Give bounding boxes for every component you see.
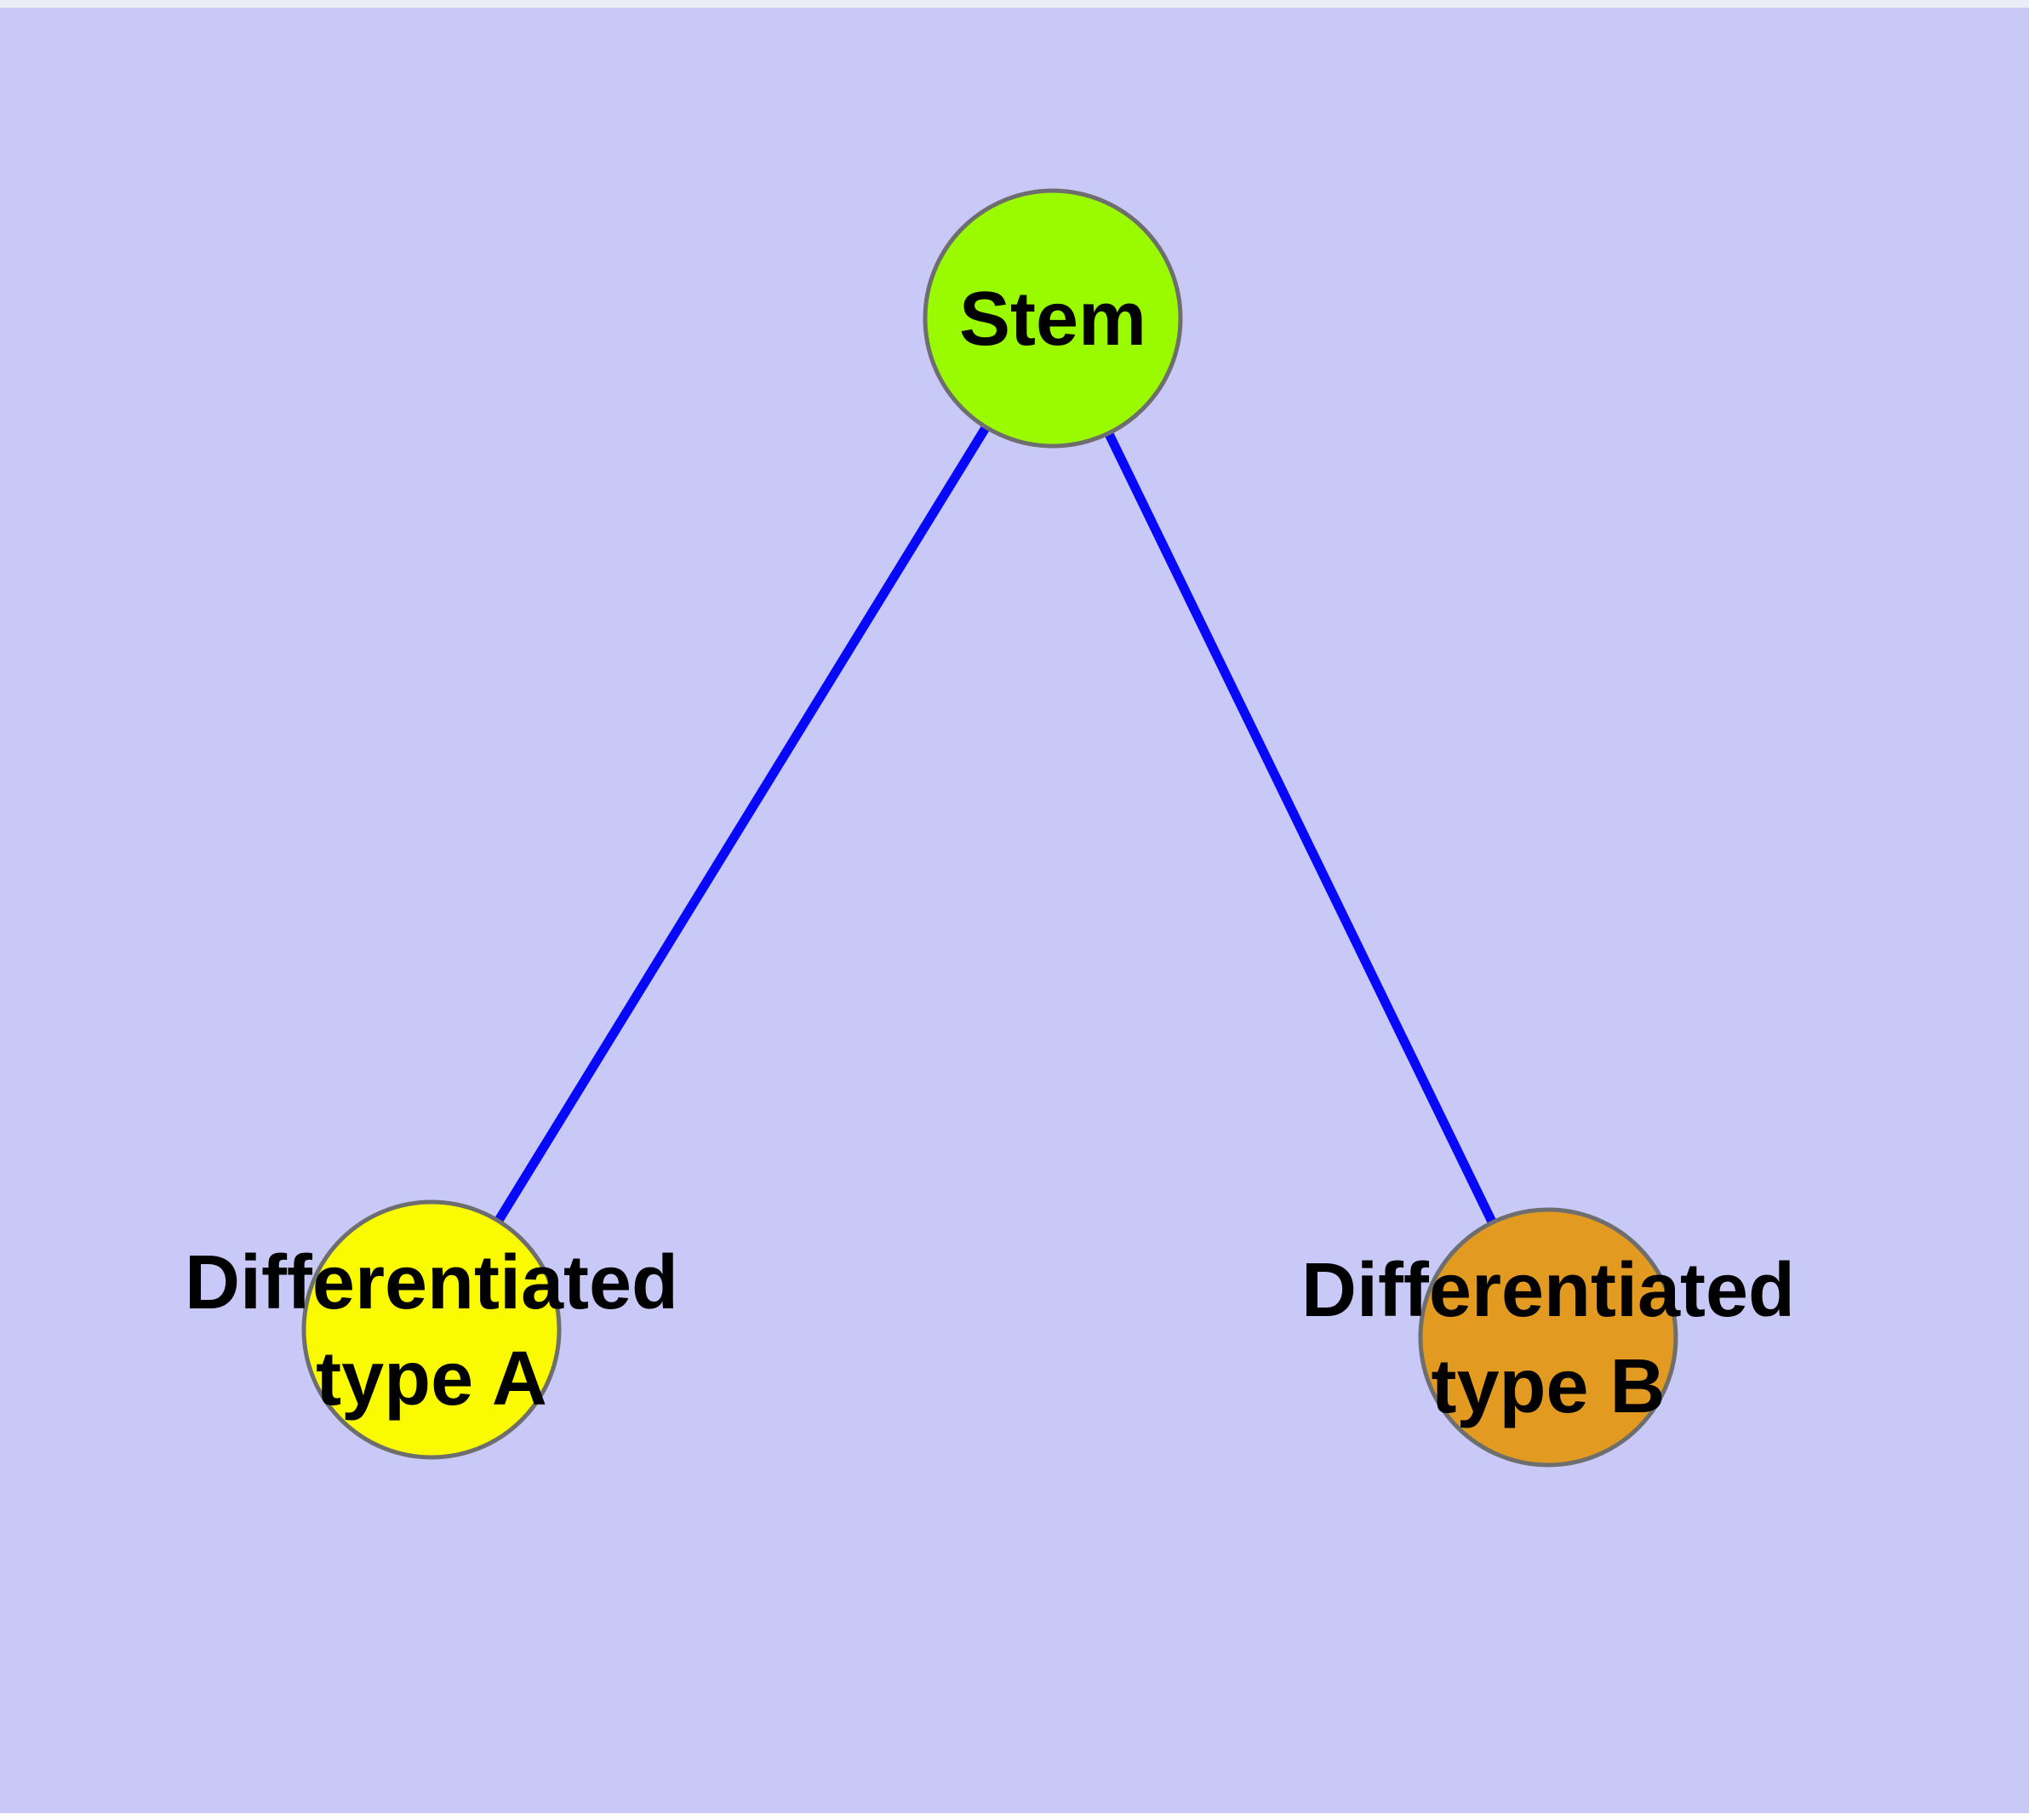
node-stem [923,188,1183,449]
type-a-label-line1: Differentiated [185,1240,678,1325]
type-b-label-line1: Differentiated [1301,1248,1795,1333]
edge-stem-to-type-b [1049,316,1552,1340]
type-b-label-line2: type B [1431,1344,1665,1429]
top-edge-strip [0,0,2029,8]
node-differentiated-type-b [1418,1207,1678,1468]
bottom-edge-strip [0,1813,2029,1820]
node-differentiated-type-a [301,1199,562,1460]
type-a-label-line2: type A [316,1336,547,1422]
edge-stem-to-type-a [427,316,1057,1332]
stem-label: Stem [959,277,1146,362]
